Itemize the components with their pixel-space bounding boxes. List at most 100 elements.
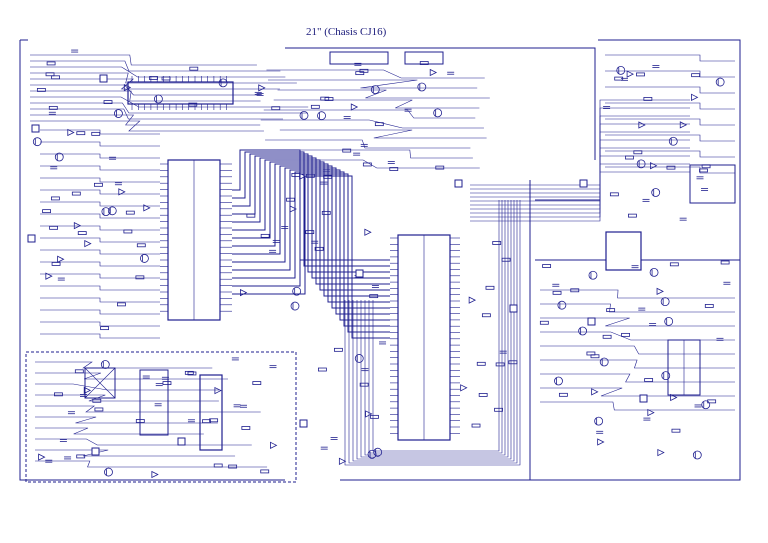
- wire: [605, 166, 735, 174]
- resistor-symbol: [135, 275, 145, 280]
- connector-top-2: [404, 51, 444, 65]
- resistor-symbol: [123, 229, 133, 234]
- resistor-symbol: [539, 320, 549, 325]
- wire: [232, 165, 390, 309]
- resistor-symbol: [609, 192, 619, 197]
- wire: [232, 173, 390, 333]
- ic-micro: [397, 234, 451, 441]
- resistor-symbol: [305, 230, 315, 235]
- wire: [40, 321, 160, 327]
- wire: [35, 438, 252, 446]
- wire: [605, 54, 735, 62]
- resistor-symbol: [49, 225, 58, 230]
- wire: [470, 131, 690, 202]
- diode-symbol: [429, 68, 438, 77]
- resistor-symbol: [669, 262, 679, 267]
- test-point: [509, 304, 518, 313]
- resistor-symbol: [625, 155, 634, 160]
- wire: [274, 159, 480, 169]
- resistor-symbol: [310, 104, 320, 109]
- wire: [40, 249, 160, 255]
- resistor-symbol: [671, 428, 681, 433]
- diode-symbol: [679, 121, 688, 129]
- resistor-symbol: [636, 72, 645, 77]
- resistor-symbol: [701, 164, 711, 169]
- diode-symbol: [123, 83, 132, 92]
- resistor-symbol: [91, 131, 101, 136]
- transistor-symbol: [107, 206, 117, 216]
- ic-jungle: [167, 159, 221, 321]
- wire: [260, 119, 484, 129]
- wire: [30, 114, 261, 126]
- test-point: [579, 179, 588, 188]
- wire: [605, 134, 735, 142]
- diagram-title: 21" (Chasis CJ16): [306, 26, 387, 38]
- test-point: [91, 447, 100, 456]
- wire: [232, 157, 390, 285]
- wire: [364, 200, 506, 456]
- resistor-symbol: [323, 174, 333, 179]
- wire: [605, 86, 735, 94]
- diode-symbol: [151, 470, 159, 479]
- resistor-symbol: [42, 209, 51, 214]
- resistor-symbol: [74, 369, 84, 374]
- diode-symbol: [338, 457, 347, 465]
- test-point: [454, 179, 463, 188]
- diode-symbol: [626, 70, 634, 78]
- resistor-symbol: [94, 407, 104, 412]
- diode-symbol: [364, 228, 372, 236]
- transistor-symbol: [433, 108, 443, 118]
- bridge-rectifier: [84, 367, 116, 399]
- resistor-symbol: [478, 393, 488, 397]
- resistor-symbol: [271, 106, 281, 111]
- resistor-symbol: [333, 347, 343, 352]
- diode-symbol: [691, 93, 699, 101]
- wire: [540, 317, 735, 327]
- wire: [540, 345, 735, 355]
- transistor-symbol: [54, 152, 64, 162]
- flyback-transformer: [667, 339, 701, 396]
- diode-symbol: [350, 103, 359, 111]
- wire: [232, 149, 390, 261]
- resistor-symbol: [435, 165, 445, 170]
- diode-symbol: [38, 453, 46, 461]
- resistor-symbol: [606, 308, 616, 313]
- transistor-symbol: [370, 85, 380, 95]
- wire: [470, 139, 690, 206]
- transistor-symbol: [594, 416, 604, 426]
- connector-top-1: [329, 51, 389, 65]
- wire: [40, 225, 160, 231]
- power-supply-section: [25, 351, 297, 483]
- wire: [605, 118, 735, 126]
- transistor-symbol: [354, 354, 364, 363]
- resistor-symbol: [704, 304, 714, 308]
- resistor-symbol: [51, 262, 61, 266]
- test-point: [177, 437, 186, 446]
- diode-symbol: [289, 205, 297, 213]
- wire: [40, 213, 160, 219]
- resistor-symbol: [643, 97, 653, 101]
- test-point: [299, 419, 308, 428]
- transistor-symbol: [367, 449, 377, 459]
- ic-power: [199, 374, 223, 451]
- transistor-symbol: [104, 467, 113, 477]
- wire: [30, 60, 281, 72]
- resistor-symbol: [492, 241, 502, 245]
- resistor-symbol: [48, 105, 58, 110]
- resistor-symbol: [558, 392, 568, 397]
- test-point: [587, 317, 596, 326]
- transistor-symbol: [578, 326, 588, 336]
- transistor-symbol: [114, 109, 123, 118]
- wire: [273, 99, 480, 109]
- resistor-symbol: [666, 165, 676, 170]
- wire: [263, 109, 476, 119]
- diode-symbol: [591, 388, 599, 396]
- test-point: [355, 269, 364, 278]
- resistor-symbol: [71, 191, 81, 196]
- resistor-symbol: [359, 382, 369, 387]
- transistor-symbol: [292, 286, 302, 296]
- diode-symbol: [365, 410, 373, 418]
- frame-wires: [19, 39, 741, 481]
- wire: [40, 285, 160, 291]
- resistor-symbol: [321, 210, 331, 215]
